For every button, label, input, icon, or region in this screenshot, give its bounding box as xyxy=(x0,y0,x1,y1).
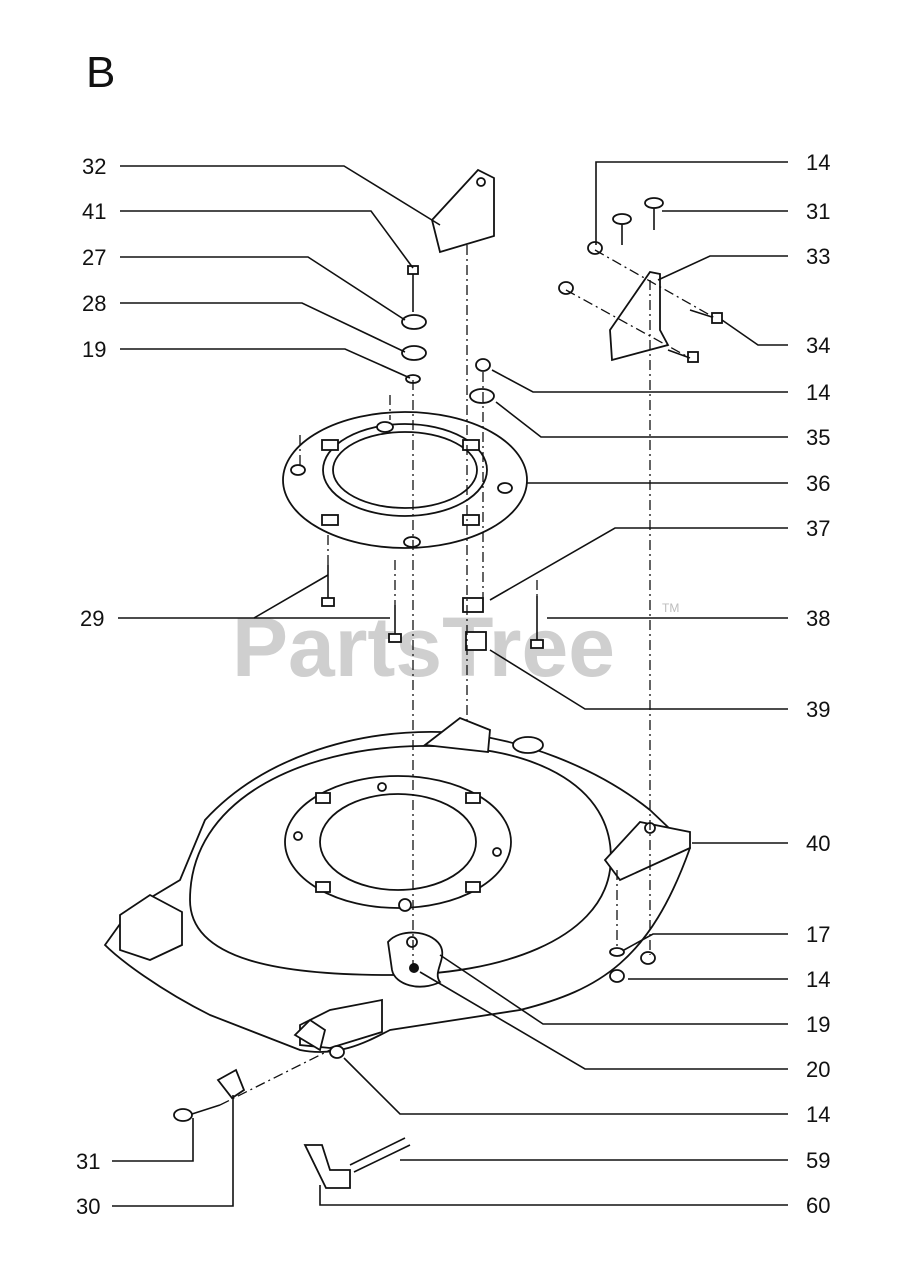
callout-36: 36 xyxy=(806,471,830,496)
assembly-lines xyxy=(219,245,716,1106)
callout-14: 14 xyxy=(806,380,830,405)
callout-35: 35 xyxy=(806,425,830,450)
watermark: PartsTree TM xyxy=(232,600,679,694)
callout-20: 20 xyxy=(806,1057,830,1082)
callout-41: 41 xyxy=(82,199,106,224)
callout-28: 28 xyxy=(82,291,106,316)
callout-37: 37 xyxy=(806,516,830,541)
callout-31: 31 xyxy=(806,199,830,224)
callout-19: 19 xyxy=(82,337,106,362)
callout-14: 14 xyxy=(806,150,830,175)
callouts-right: 14 31 33 34 14 35 36 37 38 39 40 17 14 1… xyxy=(806,150,830,1218)
callout-31: 31 xyxy=(76,1149,100,1174)
callout-38: 38 xyxy=(806,606,830,631)
motor-mount-plate xyxy=(282,411,528,549)
fastener-parts xyxy=(173,168,723,1189)
callout-39: 39 xyxy=(806,697,830,722)
callouts-left: 32 41 27 28 19 29 31 30 xyxy=(76,154,106,1219)
watermark-trademark: TM xyxy=(662,601,679,615)
callout-30: 30 xyxy=(76,1194,100,1219)
callout-29: 29 xyxy=(80,606,104,631)
callout-27: 27 xyxy=(82,245,106,270)
callout-34: 34 xyxy=(806,333,830,358)
callout-17: 17 xyxy=(806,922,830,947)
section-letter: B xyxy=(86,48,116,97)
callout-14: 14 xyxy=(806,1102,830,1127)
callout-33: 33 xyxy=(806,244,830,269)
callout-14: 14 xyxy=(806,967,830,992)
mower-deck-housing xyxy=(103,716,692,1053)
callout-40: 40 xyxy=(806,831,830,856)
callout-59: 59 xyxy=(806,1148,830,1173)
callout-32: 32 xyxy=(82,154,106,179)
callout-19: 19 xyxy=(806,1012,830,1037)
leader-lines xyxy=(112,161,788,1207)
watermark-text: PartsTree xyxy=(232,600,615,694)
bracket-32 xyxy=(431,168,495,254)
bracket-33 xyxy=(609,271,670,362)
callout-60: 60 xyxy=(806,1193,830,1218)
